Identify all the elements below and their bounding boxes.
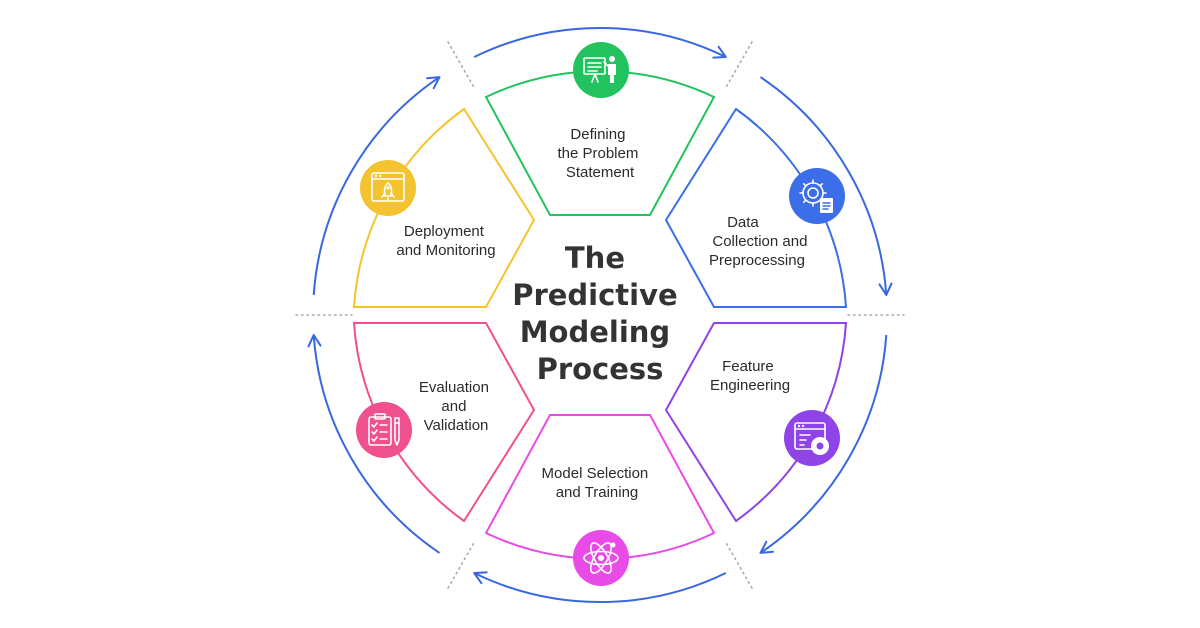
segment-label-line: Model Selection	[542, 465, 649, 482]
segment-model-selection: Model Selection and Training	[484, 414, 716, 560]
segment-label-line: Preprocessing	[709, 252, 805, 269]
process-segments: Defining the Problem Statement Data Coll…	[352, 70, 848, 560]
arrow-top	[473, 27, 727, 58]
arrow-lower-right	[759, 334, 888, 554]
arrow-lower-left-head	[307, 334, 322, 348]
arrow-lower-left	[312, 334, 441, 554]
center-title: The Predictive Modeling Process	[512, 241, 688, 386]
segment-label-line: Engineering	[710, 377, 790, 394]
segment-label-line: Validation	[424, 417, 489, 434]
segment-icons	[356, 42, 845, 586]
segment-label-line: Deployment	[404, 223, 485, 240]
segment-evaluation: Evaluation and Validation	[352, 322, 536, 523]
atom-icon	[573, 530, 629, 586]
gear-document-icon	[789, 168, 845, 224]
arrow-lower-right-head	[759, 540, 774, 554]
divider-bottom-right	[724, 540, 753, 589]
segment-label-line: the Problem	[557, 145, 638, 162]
divider-lines	[295, 41, 905, 589]
segment-label: Model Selection and Training	[542, 465, 653, 501]
arrow-upper-left	[312, 76, 441, 296]
center-title-line: Predictive	[512, 278, 678, 312]
code-gear-window-icon	[784, 410, 840, 466]
icon-badge	[356, 402, 412, 458]
segment-label-line: and Training	[556, 484, 639, 501]
arrow-bottom	[473, 572, 727, 603]
segment-label: Evaluation and Validation	[419, 379, 493, 434]
divider-top-left	[447, 41, 476, 90]
clipboard-checklist-icon	[356, 402, 412, 458]
icon-badge	[573, 42, 629, 98]
segment-label: Defining the Problem Statement	[557, 126, 642, 181]
arrow-bottom-head	[473, 571, 488, 585]
segment-label-line: Collection and	[712, 233, 807, 250]
segment-label: Deployment and Monitoring	[396, 223, 495, 259]
cycle-arrows	[307, 27, 893, 603]
center-title-line: The	[565, 241, 625, 275]
segment-deployment: Deployment and Monitoring	[352, 107, 536, 308]
center-title-line: Modeling	[520, 315, 671, 349]
segment-label-line: and	[441, 398, 466, 415]
segment-label-line: Evaluation	[419, 379, 489, 396]
rocket-browser-icon	[360, 160, 416, 216]
center-title-line: Process	[537, 352, 664, 386]
arrow-top-head	[712, 45, 727, 59]
segment-label: Data Collection and Preprocessing	[709, 214, 812, 269]
arrow-upper-right-head	[878, 282, 893, 296]
arrow-upper-left-head	[426, 76, 441, 90]
segment-label-line: Data	[727, 214, 759, 231]
segment-label-line: Feature	[722, 358, 774, 375]
presentation-board-icon	[573, 42, 629, 98]
divider-top-right	[724, 41, 753, 90]
arrow-upper-right	[759, 76, 888, 296]
segment-label: Feature Engineering	[710, 358, 790, 394]
icon-badge	[784, 410, 840, 466]
segment-label-line: Defining	[570, 126, 625, 143]
segment-label-line: and Monitoring	[396, 242, 495, 259]
divider-bottom-left	[447, 540, 476, 589]
segment-label-line: Statement	[566, 164, 635, 181]
segment-data-collection: Data Collection and Preprocessing	[664, 107, 848, 308]
